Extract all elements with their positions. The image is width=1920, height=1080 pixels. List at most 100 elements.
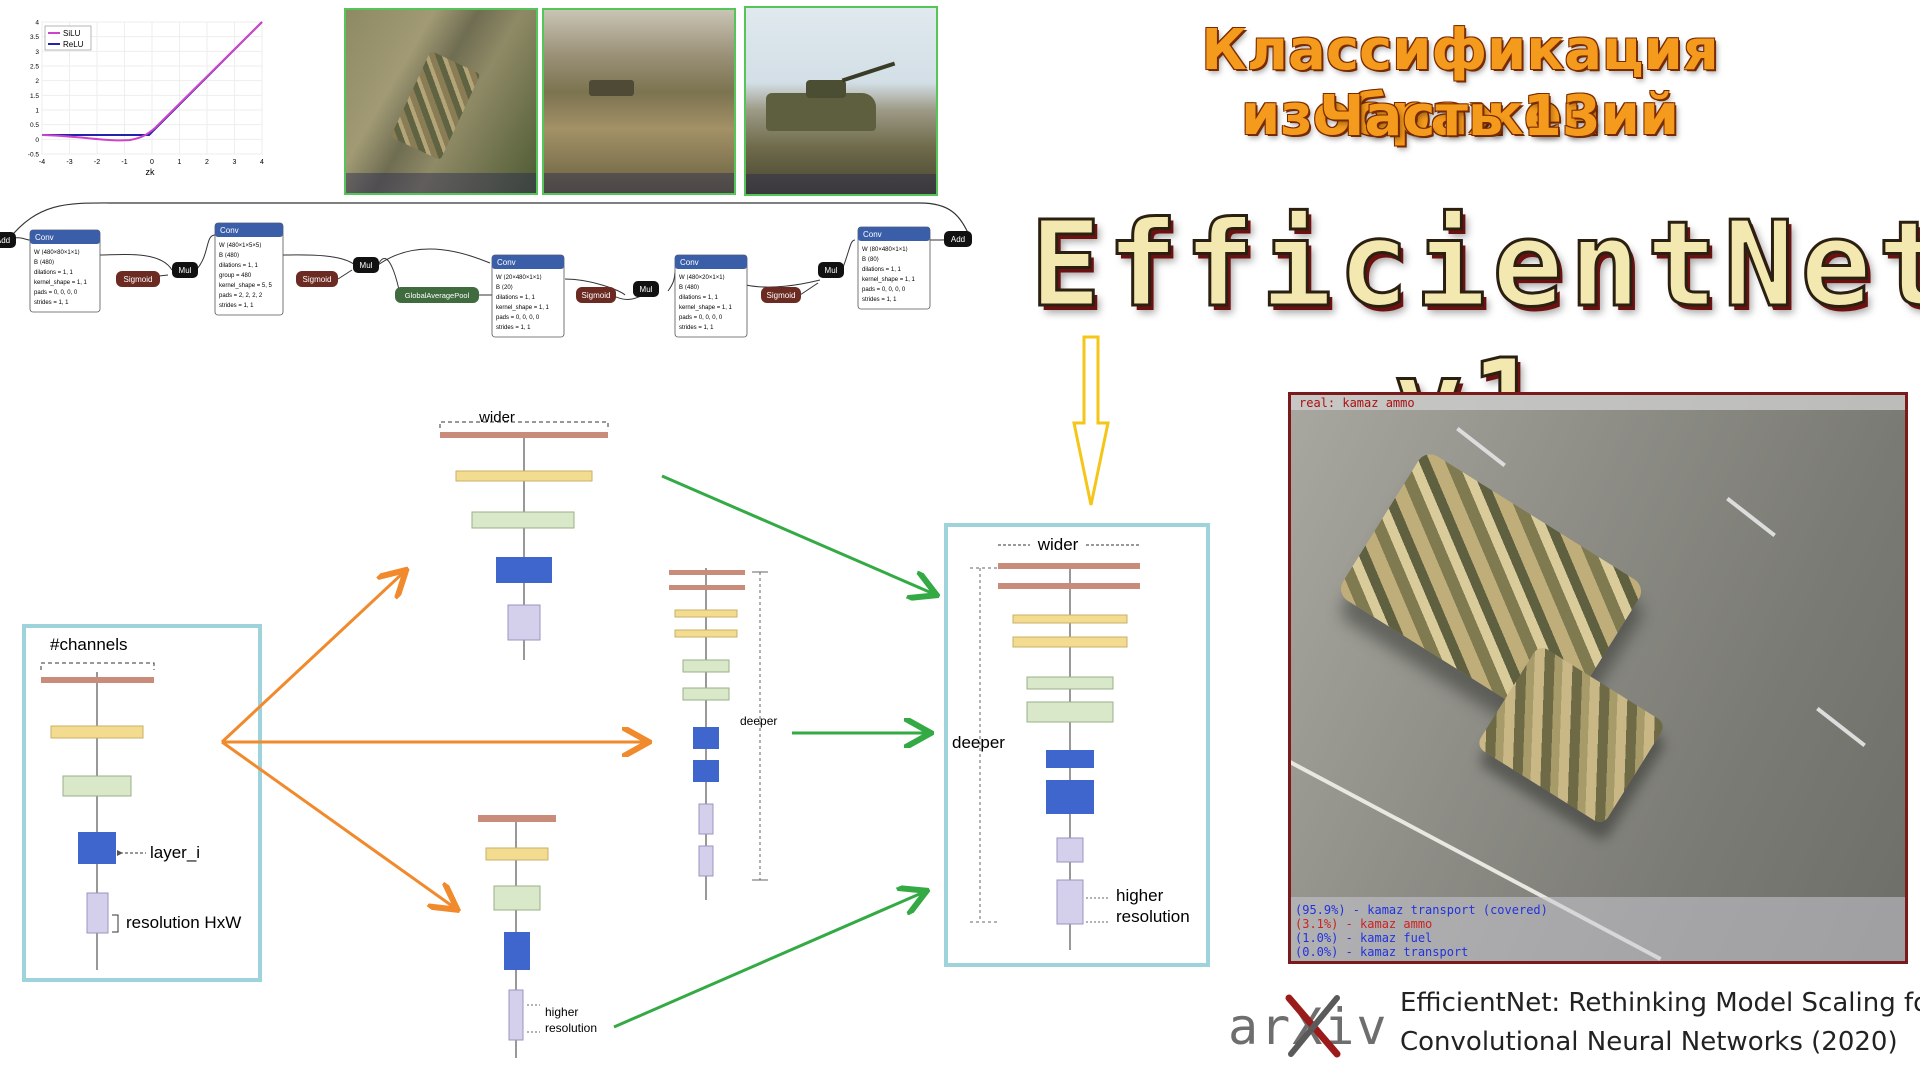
wider-layer-red bbox=[440, 432, 608, 438]
ifv-gun bbox=[841, 61, 896, 83]
plot-x-tick: 4 bbox=[260, 159, 264, 166]
edge bbox=[337, 269, 353, 280]
compound-layer-green-1 bbox=[1026, 676, 1114, 690]
svg-text:kernel_shape = 1, 1: kernel_shape = 1, 1 bbox=[496, 305, 550, 311]
sigmoid-node-4: Sigmoid bbox=[761, 287, 801, 303]
svg-text:strides = 1, 1: strides = 1, 1 bbox=[34, 300, 69, 306]
mul-node-1: Mul bbox=[172, 262, 198, 278]
plot-x-tick: -4 bbox=[39, 159, 45, 166]
svg-text:B ⟨480⟩: B ⟨480⟩ bbox=[219, 252, 239, 259]
ifv-hull bbox=[766, 93, 876, 131]
prediction-result-1: (95.9%) - kamaz transport (covered) bbox=[1295, 903, 1548, 917]
svg-text:W ⟨20×480×1×1⟩: W ⟨20×480×1×1⟩ bbox=[496, 274, 542, 281]
edge bbox=[99, 253, 173, 271]
compound-layer-green-2 bbox=[1026, 701, 1114, 723]
svg-text:B ⟨20⟩: B ⟨20⟩ bbox=[496, 284, 513, 291]
svg-text:Sigmoid: Sigmoid bbox=[582, 291, 611, 300]
svg-text:Conv: Conv bbox=[863, 230, 882, 239]
conv-node-1: Conv W ⟨480×80×1×1⟩ B ⟨480⟩ dilations = … bbox=[29, 229, 101, 313]
plot-y-tick: 3.5 bbox=[30, 34, 39, 41]
orange-arrow-up bbox=[220, 572, 404, 744]
res-layer-lilac bbox=[508, 989, 524, 1041]
compound-layer-yellow-2 bbox=[1012, 636, 1128, 648]
prediction-result-4: (0.0%) - kamaz transport bbox=[1295, 945, 1469, 959]
svg-text:pads = 0, 0, 0, 0: pads = 0, 0, 0, 0 bbox=[496, 315, 540, 321]
plot-y-tick: 0.5 bbox=[30, 122, 39, 129]
prediction-result-2: (3.1%) - kamaz ammo bbox=[1295, 917, 1433, 931]
svg-text:B ⟨80⟩: B ⟨80⟩ bbox=[862, 256, 879, 263]
svg-text:Mul: Mul bbox=[825, 266, 838, 275]
photo-caption-bar bbox=[346, 173, 536, 193]
plot-x-label: zk bbox=[146, 167, 156, 177]
road-dash bbox=[1816, 706, 1866, 748]
compound-res-label-line2: resolution bbox=[1116, 907, 1190, 926]
plot-x-tick: -2 bbox=[94, 159, 100, 166]
res-label-line1: higher bbox=[545, 1005, 578, 1019]
svg-text:B ⟨480⟩: B ⟨480⟩ bbox=[34, 259, 54, 266]
vehicle-shape bbox=[589, 80, 634, 96]
plot-y-tick: 0 bbox=[35, 137, 39, 144]
legend-relu: ReLU bbox=[63, 40, 84, 49]
svg-text:kernel_shape = 1, 1: kernel_shape = 1, 1 bbox=[862, 277, 916, 283]
svg-text:dilations = 1, 1: dilations = 1, 1 bbox=[34, 270, 74, 276]
edge bbox=[841, 239, 856, 271]
svg-text:Sigmoid: Sigmoid bbox=[303, 275, 332, 284]
svg-text:strides = 1, 1: strides = 1, 1 bbox=[219, 303, 254, 309]
baseline-layer-yellow bbox=[50, 725, 144, 739]
svg-text:group = 480: group = 480 bbox=[219, 273, 252, 279]
prediction-results-panel bbox=[1291, 897, 1905, 961]
se-block-graph: Add Conv W ⟨480×80×1×1⟩ B ⟨480⟩ dilation… bbox=[0, 202, 972, 338]
arxiv-logo: arXiv bbox=[1228, 994, 1389, 1058]
deeper-layer-red-2 bbox=[669, 585, 745, 590]
plot-y-tick: 4 bbox=[35, 20, 39, 27]
svg-text:kernel_shape = 5, 5: kernel_shape = 5, 5 bbox=[219, 283, 273, 289]
mul-node-3: Mul bbox=[633, 281, 659, 297]
deeper-layer-green-1 bbox=[682, 659, 730, 673]
plot-x-tick: 0 bbox=[150, 159, 154, 166]
svg-text:Conv: Conv bbox=[680, 258, 699, 267]
edge bbox=[745, 279, 821, 288]
compound-layer-lilac-1 bbox=[1056, 837, 1084, 863]
baseline-layer-red bbox=[41, 677, 154, 683]
arxiv-x-mark-icon bbox=[1285, 994, 1341, 1058]
add-node-right: Add bbox=[944, 231, 972, 247]
prediction-image: real: kamaz ammo (95.9%) - kamaz transpo… bbox=[1288, 392, 1908, 964]
truck-shape bbox=[390, 50, 481, 161]
dataset-photo-truck bbox=[344, 8, 538, 195]
svg-text:W ⟨480×20×1×1⟩: W ⟨480×20×1×1⟩ bbox=[679, 274, 725, 281]
svg-text:kernel_shape = 1, 1: kernel_shape = 1, 1 bbox=[679, 305, 733, 311]
compound-res-label-line1: higher bbox=[1116, 886, 1164, 905]
paper-title-line-2: Convolutional Neural Networks (2020) bbox=[1400, 1027, 1898, 1057]
plot-y-tick: 3 bbox=[35, 49, 39, 56]
compound-layer-yellow-1 bbox=[1012, 614, 1128, 624]
res-layer-red bbox=[478, 815, 556, 822]
headline-line-2: Часть 13 bbox=[1319, 84, 1601, 149]
mul-node-2: Mul bbox=[353, 257, 379, 273]
photo-caption-bar bbox=[544, 173, 734, 193]
svg-text:GlobalAveragePool: GlobalAveragePool bbox=[405, 291, 470, 300]
conv-node-2: Conv W ⟨480×1×5×5⟩ B ⟨480⟩ dilations = 1… bbox=[214, 222, 284, 316]
svg-text:dilations = 1, 1: dilations = 1, 1 bbox=[496, 295, 536, 301]
green-arrow-bottom bbox=[613, 892, 924, 1029]
sigmoid-node-2: Sigmoid bbox=[296, 271, 338, 287]
compound-deeper-label: deeper bbox=[952, 733, 1005, 752]
svg-text:strides = 1, 1: strides = 1, 1 bbox=[862, 297, 897, 303]
res-layer-blue bbox=[504, 932, 530, 970]
baseline-layer-lilac bbox=[86, 892, 109, 934]
svg-text:pads = 0, 0, 0, 0: pads = 0, 0, 0, 0 bbox=[862, 287, 906, 293]
plot-legend bbox=[44, 25, 92, 51]
svg-text:B ⟨480⟩: B ⟨480⟩ bbox=[679, 284, 699, 291]
svg-text:Sigmoid: Sigmoid bbox=[767, 291, 796, 300]
compound-layer-lilac-2 bbox=[1056, 879, 1084, 925]
sigmoid-node-3: Sigmoid bbox=[576, 287, 616, 303]
model-scaling-diagram: #channels layer_i resolution HxW wider d… bbox=[22, 409, 1210, 1058]
plot-x-tick: 3 bbox=[233, 159, 237, 166]
svg-text:Sigmoid: Sigmoid bbox=[124, 275, 153, 284]
wider-label: wider bbox=[478, 409, 515, 426]
deeper-layer-blue-2 bbox=[693, 760, 719, 782]
conv-node-4: Conv W ⟨480×20×1×1⟩ B ⟨480⟩ dilations = … bbox=[674, 254, 748, 338]
deeper-layer-green-2 bbox=[682, 687, 730, 701]
plot-x-tick: -3 bbox=[66, 159, 72, 166]
road-dash bbox=[1726, 496, 1776, 538]
